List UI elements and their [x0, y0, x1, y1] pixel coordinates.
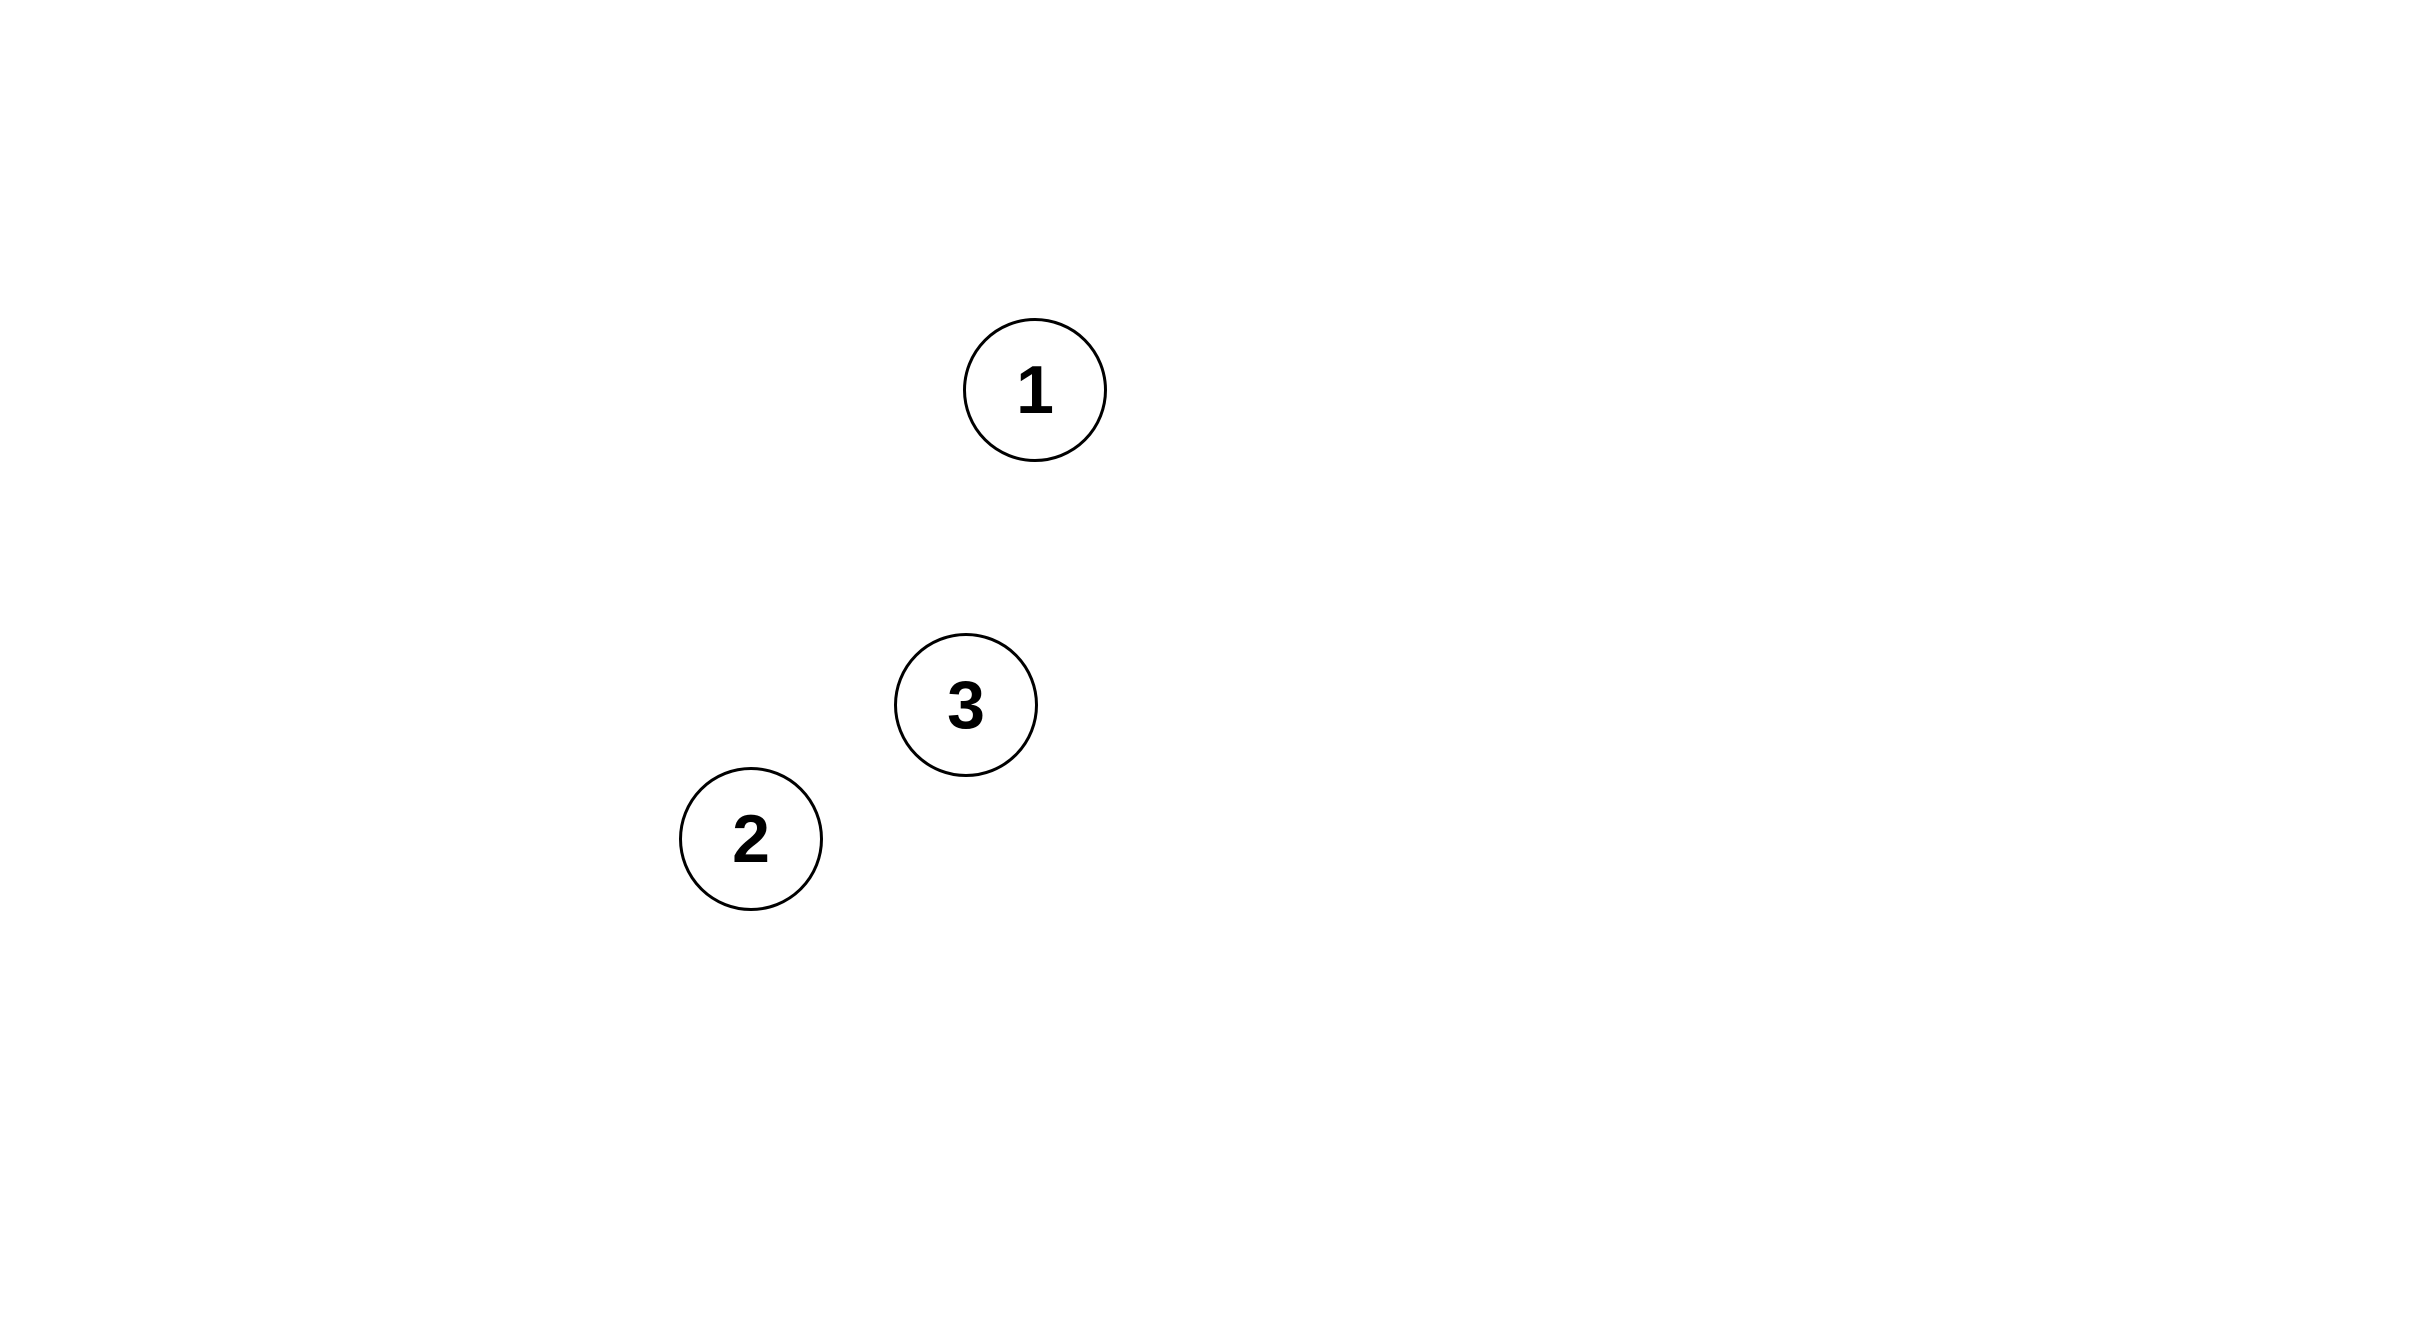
node-1-label: 1 — [1016, 352, 1054, 428]
node-2-label: 2 — [732, 801, 770, 877]
node-2-circle: 2 — [679, 767, 823, 911]
node-3-label: 3 — [947, 667, 985, 743]
node-3-circle: 3 — [894, 633, 1038, 777]
node-1-circle: 1 — [963, 318, 1107, 462]
